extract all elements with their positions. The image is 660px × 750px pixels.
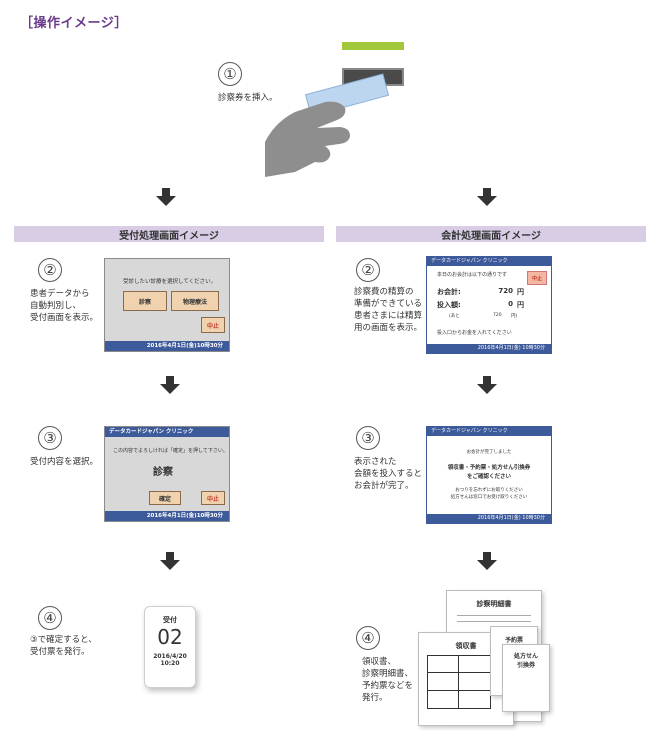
down-arrow-icon [156, 188, 176, 208]
down-arrow-icon [477, 552, 497, 572]
screen-footer-datetime: 2016年4月1日(金)10時30分 [105, 341, 229, 351]
reception-step-2-description: 患者データから 自動判別し、 受付画面を表示。 [30, 289, 99, 323]
receipt-table [427, 655, 491, 709]
prescription-voucher-paper: 処方せん 引換券 [502, 644, 550, 712]
accounting-step-4-description: 領収書、 診察明細書、 予約票などを 発行。 [362, 657, 414, 703]
physical-therapy-button[interactable]: 物理療法 [171, 291, 219, 311]
step-1-description: 診察券を挿入。 [218, 93, 278, 103]
accounting-step-3-number: ③ [356, 426, 380, 450]
down-arrow-icon [477, 188, 497, 208]
screen-header: データカードジャパン クリニック [427, 427, 551, 436]
reception-step-3-description: 受付内容を選択。 [30, 457, 99, 467]
checkup-button[interactable]: 診察 [123, 291, 167, 311]
hand-inserting-card-icon [265, 73, 390, 177]
screen-header: データカードジャパン クリニック [427, 257, 551, 266]
stop-button[interactable]: 中止 [201, 317, 225, 333]
reception-select-screen: 受診したい診療を選択してください。 診察 物理療法 中止 2016年4月1日(金… [104, 258, 230, 352]
reception-ticket: 受付 02 2016/4/20 10:20 [144, 606, 196, 688]
confirm-button[interactable]: 確定 [149, 491, 181, 505]
reception-step-3-number: ③ [38, 426, 62, 450]
screen-footer-datetime: 2016年4月1日(金) 10時30分 [427, 344, 551, 353]
reception-step-4-number: ④ [38, 606, 62, 630]
paid-amount: 0 [508, 300, 513, 308]
ticket-number: 02 [157, 625, 183, 649]
card-slot-indicator [342, 42, 404, 50]
selected-service: 診察 [153, 467, 173, 478]
accounting-step-4-number: ④ [356, 626, 380, 650]
accounting-step-2-description: 診察費の精算の 準備ができている 患者さまには精算 用の画面を表示。 [354, 287, 423, 333]
reception-step-4-description: ③で確定すると、 受付票を発行。 [30, 635, 97, 657]
total-amount: 720 [498, 287, 513, 295]
down-arrow-icon [477, 376, 497, 396]
stop-button[interactable]: 中止 [527, 271, 547, 285]
screen-footer-datetime: 2016年4月1日(金)10時30分 [105, 511, 229, 521]
reception-confirm-screen: データカードジャパン クリニック この内容でよろしければ「確定」を押して下さい。… [104, 426, 230, 522]
payment-complete-screen: データカードジャパン クリニック お会計が完了しました 領収書・予約票・処方せん… [426, 426, 552, 524]
reception-step-2-number: ② [38, 258, 62, 282]
stop-button[interactable]: 中止 [201, 491, 225, 505]
step-1-number: ① [218, 62, 242, 86]
page-title: ［操作イメージ］ [20, 16, 128, 31]
down-arrow-icon [160, 552, 180, 572]
reception-section-header: 受付処理画面イメージ [14, 226, 324, 242]
accounting-step-2-number: ② [356, 258, 380, 282]
screen-header: データカードジャパン クリニック [105, 427, 229, 437]
accounting-step-3-description: 表示された 会額を投入すると お会計が完了。 [354, 457, 423, 491]
down-arrow-icon [160, 376, 180, 396]
accounting-section-header: 会計処理画面イメージ [336, 226, 646, 242]
payment-screen: データカードジャパン クリニック 本日のお会計は以下の通りです 中止 お会計: … [426, 256, 552, 354]
screen-footer-datetime: 2016年4月1日(金) 10時30分 [427, 514, 551, 523]
